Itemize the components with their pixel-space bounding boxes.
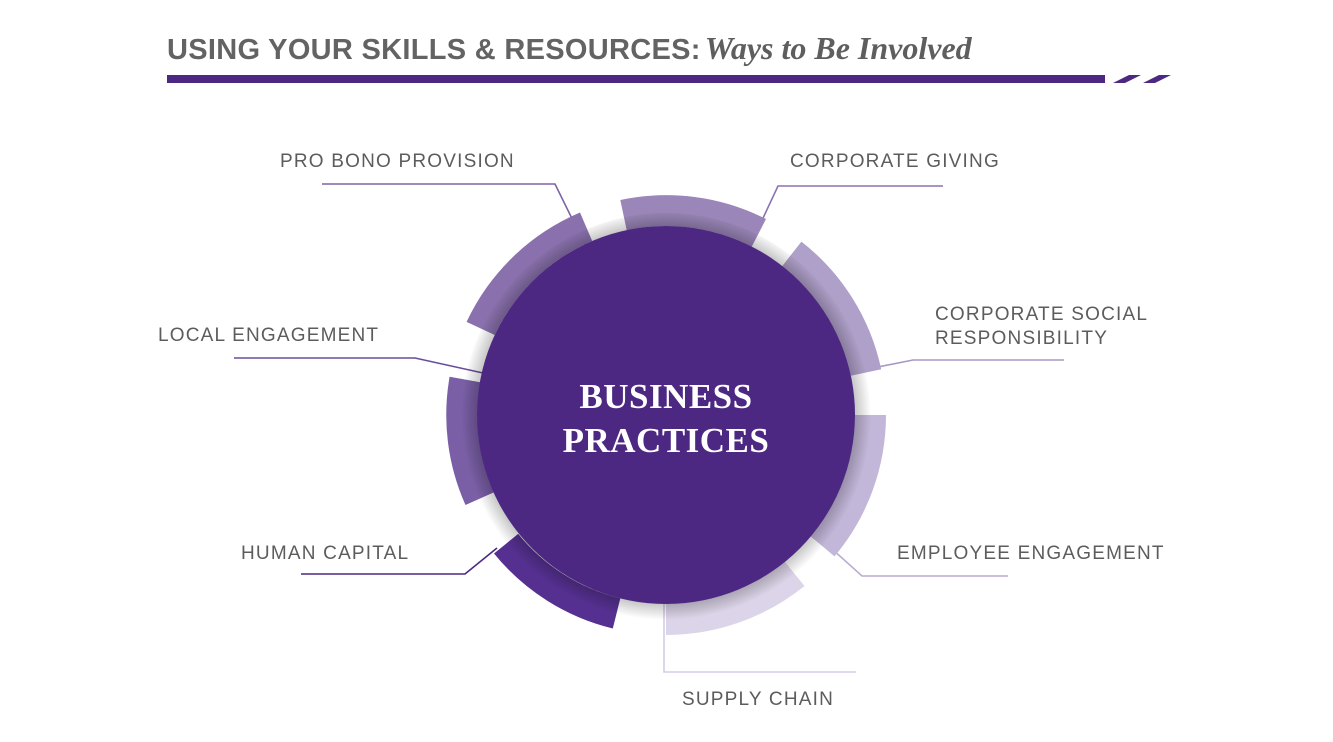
label-employee-engagement: EMPLOYEE ENGAGEMENT [897,543,1165,564]
center-label-line2: PRACTICES [562,421,770,460]
label-corporate-giving: CORPORATE GIVING [790,151,1000,172]
leader-corporate-giving [749,185,943,247]
page-header: USING YOUR SKILLS & RESOURCES: Ways to B… [167,30,972,67]
title-subtitle: Ways to Be Involved [704,30,972,66]
label-supply-chain: SUPPLY CHAIN [682,689,835,710]
title-main: USING YOUR SKILLS & RESOURCES: [167,34,701,66]
leader-human-capital [301,547,498,575]
label-csr: CORPORATE SOCIAL RESPONSIBILITY [935,303,1148,351]
label-local-engagement: LOCAL ENGAGEMENT [158,325,380,346]
center-circle [477,226,855,604]
label-human-capital: HUMAN CAPITAL [241,543,410,564]
leader-local-engagement [234,357,484,374]
label-csr-line2: RESPONSIBILITY [935,328,1109,349]
header-underline [167,75,1171,83]
label-pro-bono-provision: PRO BONO PROVISION [280,151,515,172]
label-csr-line1: CORPORATE SOCIAL [935,304,1149,325]
center-label: BUSINESS PRACTICES [476,375,856,463]
leader-supply-chain [663,604,856,673]
center-label-line1: BUSINESS [579,377,753,416]
